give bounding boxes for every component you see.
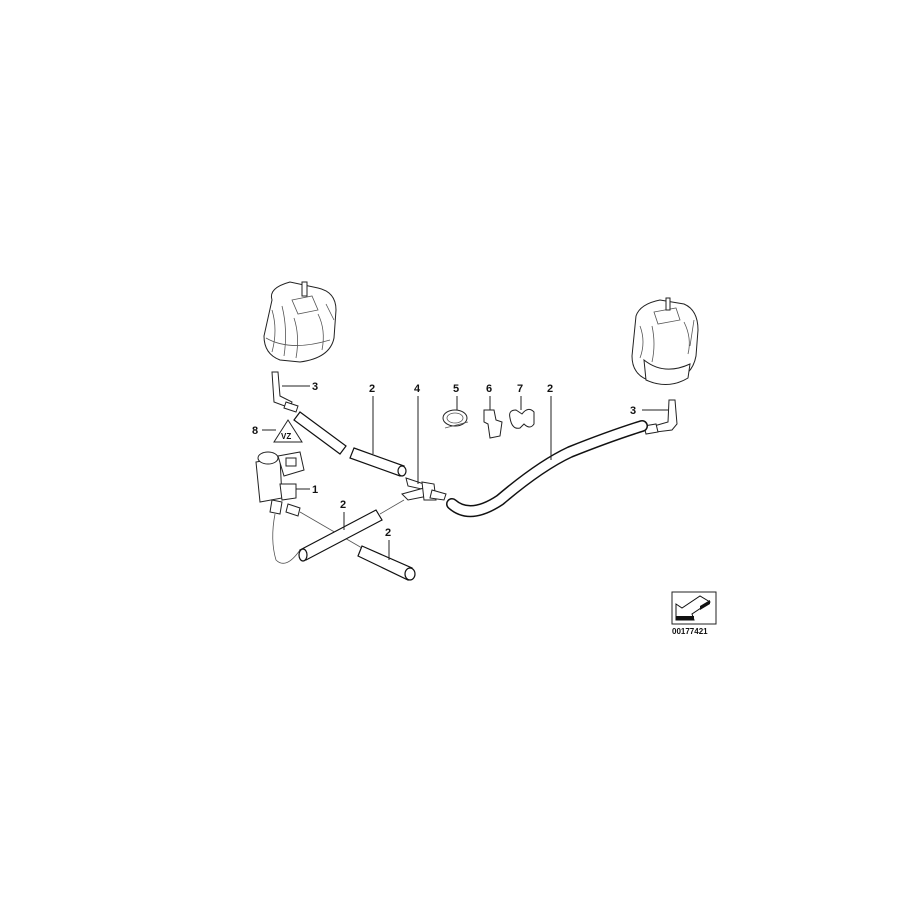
hose-top-left: [293, 411, 407, 477]
callout-4: 4: [414, 383, 421, 395]
engine-mount-right: [631, 297, 699, 385]
angle-connector-right: [643, 399, 678, 435]
hose-bottom: [357, 545, 416, 581]
reference-number: 00177421: [672, 627, 708, 636]
hose-long-curved: [446, 420, 648, 517]
warning-label: VZ: [273, 419, 303, 443]
callout-8: 8: [252, 425, 258, 437]
callout-3-right: 3: [630, 405, 636, 417]
double-clip: [509, 408, 535, 429]
t-connector: [401, 477, 447, 501]
reference-arrow-box: [671, 591, 717, 625]
hose-middle: [298, 509, 383, 562]
callout-7: 7: [517, 383, 523, 395]
clip: [483, 409, 503, 439]
engine-mount-left: [263, 281, 337, 363]
callout-2-top: 2: [369, 383, 375, 395]
callout-2-bottom: 2: [385, 527, 391, 539]
callout-6: 6: [486, 383, 492, 395]
warning-label-text: VZ: [281, 432, 291, 441]
changeover-valve: [255, 451, 305, 517]
callout-5: 5: [453, 383, 459, 395]
callout-2-right: 2: [547, 383, 553, 395]
callout-1: 1: [312, 484, 318, 496]
callout-2-mid: 2: [340, 499, 346, 511]
angle-connector-left: [271, 371, 299, 413]
callout-3-left: 3: [312, 381, 318, 393]
hose-clamp: [442, 409, 469, 429]
